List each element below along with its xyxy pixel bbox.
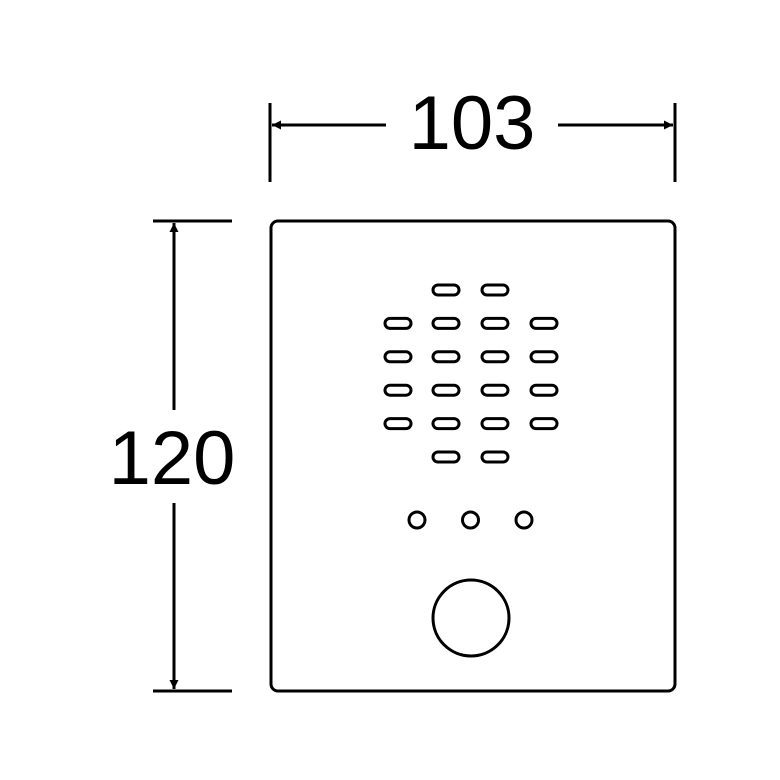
speaker-slot [431,316,461,330]
speaker-slot [383,316,413,330]
height-dimension: 120 [109,219,236,693]
speaker-slot [431,417,461,431]
call-button [431,578,511,658]
indicator-lights [407,510,534,530]
speaker-grille [383,283,559,464]
speaker-slot [529,383,559,397]
intercom-panel [269,219,677,693]
speaker-slot [431,283,461,297]
speaker-slot [480,417,510,431]
height-label: 120 [109,416,236,501]
speaker-slot [431,350,461,364]
speaker-slot [480,383,510,397]
speaker-slot [383,350,413,364]
speaker-slot [383,417,413,431]
speaker-slot [529,417,559,431]
speaker-slot [431,450,461,464]
speaker-slot [480,350,510,364]
speaker-slot [480,316,510,330]
indicator-light [407,510,427,530]
speaker-slot [480,450,510,464]
width-dimension: 103 [268,81,677,182]
speaker-slot [529,316,559,330]
indicator-light [461,510,480,530]
width-label: 103 [409,81,536,166]
speaker-slot [383,383,413,397]
indicator-light [514,510,534,530]
speaker-slot [529,350,559,364]
speaker-slot [480,283,510,297]
speaker-slot [431,383,461,397]
